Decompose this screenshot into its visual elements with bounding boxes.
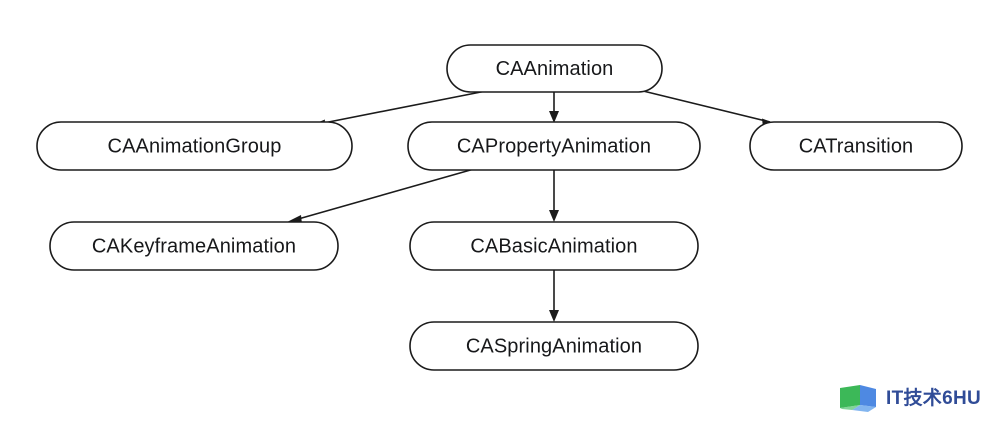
book-logo-icon	[840, 385, 876, 412]
node-cakeyframeanimation[interactable]: CAKeyframeAnimation	[49, 221, 339, 271]
node-cakeyframeanimation-shape	[49, 221, 339, 271]
node-caspringanimation-shape	[409, 321, 699, 371]
node-caanimation-shape	[446, 44, 663, 93]
node-caanimationgroup-shape	[36, 121, 353, 171]
node-capropertyanimation-shape	[407, 121, 701, 171]
node-caanimation[interactable]: CAAnimation	[446, 44, 663, 93]
node-catransition-label: CATransition	[799, 135, 914, 157]
node-capropertyanimation-label: CAPropertyAnimation	[457, 135, 651, 157]
edge-caanimation-to-capropertyanimation	[549, 92, 559, 123]
node-caspringanimation[interactable]: CASpringAnimation	[409, 321, 699, 371]
watermark-text: IT技术6HU	[886, 387, 981, 409]
node-cakeyframeanimation-label: CAKeyframeAnimation	[92, 235, 296, 257]
node-cabasicanimation-label: CABasicAnimation	[470, 235, 637, 257]
node-caanimationgroup[interactable]: CAAnimationGroup	[36, 121, 353, 171]
node-caanimationgroup-label: CAAnimationGroup	[108, 135, 282, 157]
edge-capropertyanimation-to-cakeyframeanimation	[286, 168, 475, 224]
watermark: IT技术6HU	[838, 383, 981, 413]
edge-cabasicanimation-to-caspringanimation	[549, 270, 559, 322]
node-cabasicanimation-shape	[409, 221, 699, 271]
nodes-layer: CAAnimation CAAnimationGroup CAPropertyA…	[36, 44, 963, 371]
node-caanimation-label: CAAnimation	[496, 58, 614, 80]
node-capropertyanimation[interactable]: CAPropertyAnimation	[407, 121, 701, 171]
node-cabasicanimation[interactable]: CABasicAnimation	[409, 221, 699, 271]
node-catransition[interactable]: CATransition	[749, 121, 963, 171]
edge-capropertyanimation-to-cabasicanimation	[549, 170, 559, 222]
node-caspringanimation-label: CASpringAnimation	[466, 335, 642, 357]
node-catransition-shape	[749, 121, 963, 171]
